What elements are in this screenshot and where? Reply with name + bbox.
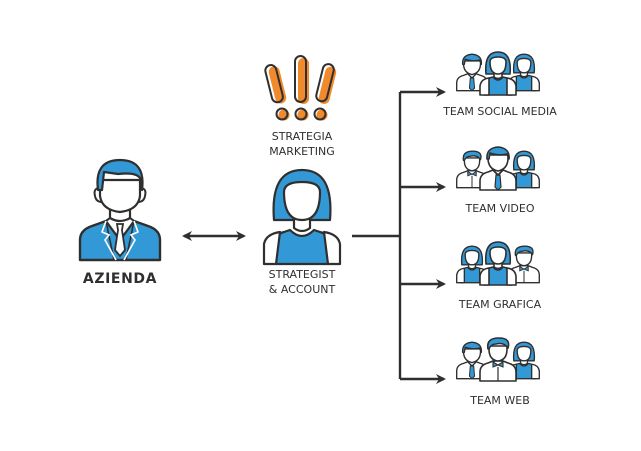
team-label: TEAM VIDEO	[464, 202, 534, 215]
strategist-label-line1: STRATEGIST	[269, 268, 336, 281]
woman-icon	[262, 168, 342, 266]
team-group-icon	[456, 146, 540, 191]
team-group-icon	[456, 337, 540, 382]
company-label: AZIENDA	[83, 271, 157, 287]
team-label: TEAM SOCIAL MEDIA	[442, 105, 557, 118]
businessman-icon	[78, 158, 162, 262]
exclamation-marks-icon	[264, 55, 337, 121]
strategy-node: STRATEGIA MARKETING	[264, 55, 337, 158]
branching-arrows	[352, 87, 446, 384]
strategy-label-line1: STRATEGIA	[272, 130, 333, 143]
team-label: TEAM GRAFICA	[458, 298, 542, 311]
strategy-label-line2: MARKETING	[269, 145, 335, 158]
strategist-label-line2: & ACCOUNT	[269, 283, 336, 296]
team-video: TEAM VIDEO	[456, 146, 540, 215]
team-group-icon	[456, 51, 540, 96]
strategist-node: STRATEGIST & ACCOUNT	[262, 168, 342, 296]
team-group-icon	[456, 241, 540, 286]
company-node: AZIENDA	[78, 158, 162, 287]
team-web: TEAM WEB	[456, 337, 540, 407]
team-social-media: TEAM SOCIAL MEDIA	[442, 51, 557, 118]
team-grafica: TEAM GRAFICA	[456, 241, 542, 311]
team-label: TEAM WEB	[469, 394, 530, 407]
